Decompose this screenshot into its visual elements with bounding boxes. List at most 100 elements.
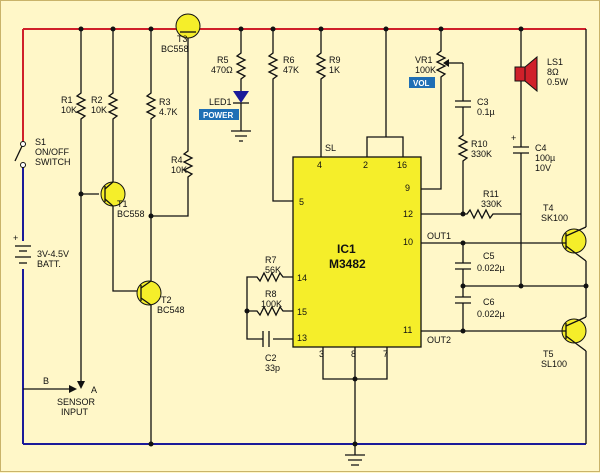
ic-pin-16: 16 — [397, 160, 407, 170]
c2-ref: C2 — [265, 353, 277, 363]
ic1-part: M3482 — [329, 257, 366, 271]
c4-val1: 100µ — [535, 153, 555, 163]
r1-ref: R1 — [61, 95, 73, 105]
r4-ref: R4 — [171, 155, 183, 165]
junction-dot — [383, 26, 389, 32]
ic-pin-3: 3 — [319, 349, 324, 359]
junction-dot — [318, 26, 324, 32]
ic-pin-5: 5 — [299, 197, 304, 207]
junction-dot — [460, 211, 466, 217]
r2-branch — [107, 29, 119, 171]
r11-val: 330K — [481, 199, 502, 209]
vr1-arrow — [443, 59, 449, 67]
ls1-cone — [524, 55, 538, 93]
t1-val: BC558 — [117, 209, 145, 219]
t2-val: BC548 — [157, 305, 185, 315]
sensor-b-arrow — [69, 385, 77, 393]
sensor-b: B — [43, 376, 49, 386]
power-tag-bg — [199, 109, 239, 120]
vr1-val: 100K — [415, 65, 436, 75]
sensor-a-arrow — [77, 381, 85, 389]
c4-plus: + — [511, 133, 516, 143]
sensor-l1: SENSOR — [57, 397, 96, 407]
vol-tag-bg — [409, 77, 435, 88]
ls1-body — [514, 66, 526, 82]
c3-ref: C3 — [477, 97, 489, 107]
power-tag: POWER — [203, 111, 233, 120]
ic-pin-4: 4 — [317, 160, 322, 170]
batt-val2: BATT. — [37, 259, 61, 269]
ic-pin-11: 11 — [403, 325, 412, 335]
r11-ref: R11 — [483, 189, 499, 199]
ic-pin-8: 8 — [351, 349, 356, 359]
t1-leads — [104, 171, 137, 292]
r10-val: 330K — [471, 149, 492, 159]
t4-leads — [565, 226, 587, 262]
t4-val: SK100 — [541, 213, 568, 223]
junction-dot — [460, 328, 466, 334]
r8-ref: R8 — [265, 289, 277, 299]
ic1-name: IC1 — [337, 242, 356, 256]
r3-branch — [145, 29, 157, 444]
led1-symbol — [233, 91, 249, 103]
r8-val: 100K — [261, 299, 282, 309]
s1-contact-top — [20, 141, 26, 147]
junction-dot — [148, 26, 154, 32]
vr1-ref: VR1 — [415, 55, 433, 65]
c3-val: 0.1µ — [477, 107, 495, 117]
c4-branch — [513, 29, 529, 286]
s1-val1: ON/OFF — [35, 147, 69, 157]
r9-branch — [315, 29, 327, 157]
r10-ref: R10 — [471, 139, 488, 149]
r8-branch — [247, 305, 293, 317]
t5-leads — [565, 316, 587, 352]
ls1-val1: 8Ω — [547, 67, 559, 77]
t5-ref: T5 — [543, 349, 554, 359]
s1-val2: SWITCH — [35, 157, 71, 167]
junction-dot — [352, 441, 358, 447]
vol-tag: VOL — [413, 79, 430, 88]
ic-pin-14: 14 — [297, 273, 307, 283]
r4-val: 10K — [171, 165, 187, 175]
ground-pins — [322, 347, 388, 444]
junction-dot — [78, 26, 84, 32]
sensor-a: A — [91, 385, 97, 395]
sensor-l2: INPUT — [61, 407, 89, 417]
junction-dot — [148, 213, 154, 219]
junction-dot — [518, 283, 524, 289]
led1-ground — [231, 103, 251, 142]
ground-symbol — [345, 444, 365, 466]
junction-dot — [78, 191, 84, 197]
ic-pin-15: 15 — [297, 307, 307, 317]
t4-ref: T4 — [543, 203, 554, 213]
r4-branch — [151, 38, 194, 217]
ic-pin-out1: OUT1 — [427, 231, 451, 241]
c2-val: 33p — [265, 363, 280, 373]
ic-pin-13: 13 — [297, 333, 307, 343]
ic-pin-out2: OUT2 — [427, 335, 451, 345]
out-wires — [421, 242, 566, 332]
c6-ref: C6 — [483, 297, 495, 307]
r5-branch — [235, 29, 247, 91]
batt-val1: 3V-4.5V — [37, 249, 69, 259]
ic1-body — [292, 156, 422, 348]
junction-dot — [110, 26, 116, 32]
r5-ref: R5 — [217, 55, 229, 65]
t3-val: BC558 — [161, 44, 189, 54]
junction-dot — [460, 283, 466, 289]
vr1-branch — [421, 29, 447, 190]
ic-pin-sl: SL — [325, 143, 336, 153]
junction-dot — [438, 26, 444, 32]
ic-pin-9: 9 — [405, 183, 410, 193]
c2-branch — [246, 311, 293, 347]
r3-ref: R3 — [159, 97, 171, 107]
c3-r10-branch — [455, 63, 471, 214]
c5-val: 0.022µ — [477, 263, 505, 273]
junction-dot — [460, 240, 466, 246]
t3-ref: T3 — [177, 34, 188, 44]
junction-dot — [148, 441, 154, 447]
c6-val: 0.022µ — [477, 309, 505, 319]
ls1-ref: LS1 — [547, 57, 563, 67]
